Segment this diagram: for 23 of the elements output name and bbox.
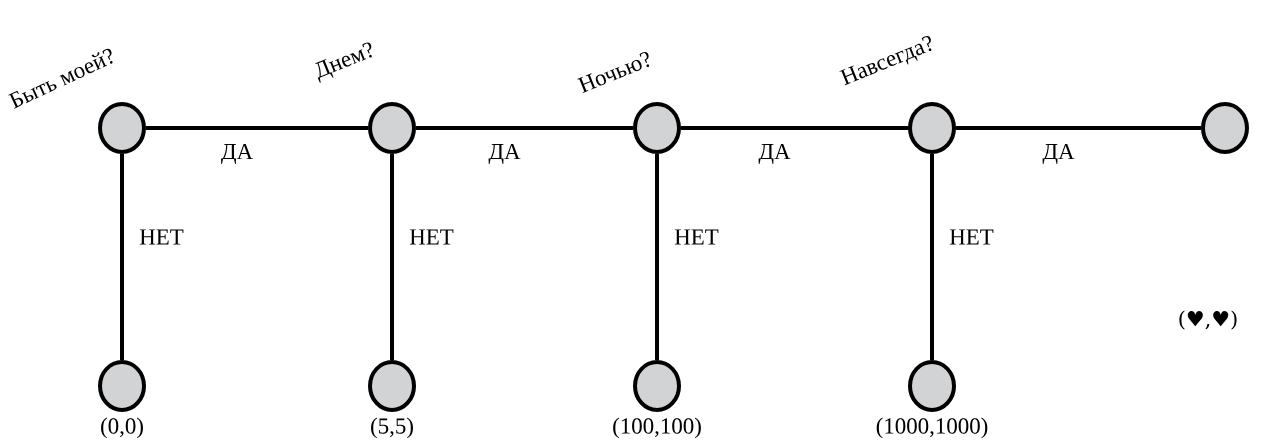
connector-line (956, 126, 1201, 130)
edge-label: ДА (1042, 144, 1075, 164)
circle-node (1201, 102, 1249, 154)
edge-label: ДА (758, 144, 791, 164)
connector-line (655, 154, 659, 360)
node-label: (5,5) (371, 417, 413, 439)
connector-line (416, 126, 633, 130)
connector-line (146, 126, 368, 130)
node-label: (0,0) (101, 417, 143, 439)
connector-line (120, 154, 124, 360)
node-label: (100,100) (613, 417, 701, 439)
edge-label: НЕТ (674, 229, 719, 245)
connector-line (390, 154, 394, 360)
connector-line (930, 154, 934, 360)
node-label: (1000,1000) (876, 417, 988, 439)
edge-label: НЕТ (949, 229, 994, 245)
edge-label: ДА (221, 144, 253, 164)
edge-label: ДА (488, 144, 521, 164)
node-label: Быть моей? (8, 48, 113, 109)
connector-line (681, 126, 908, 130)
edge-label: НЕТ (139, 229, 184, 245)
note-label: (♥,♥) (1179, 310, 1237, 330)
edge-label: НЕТ (409, 229, 454, 245)
